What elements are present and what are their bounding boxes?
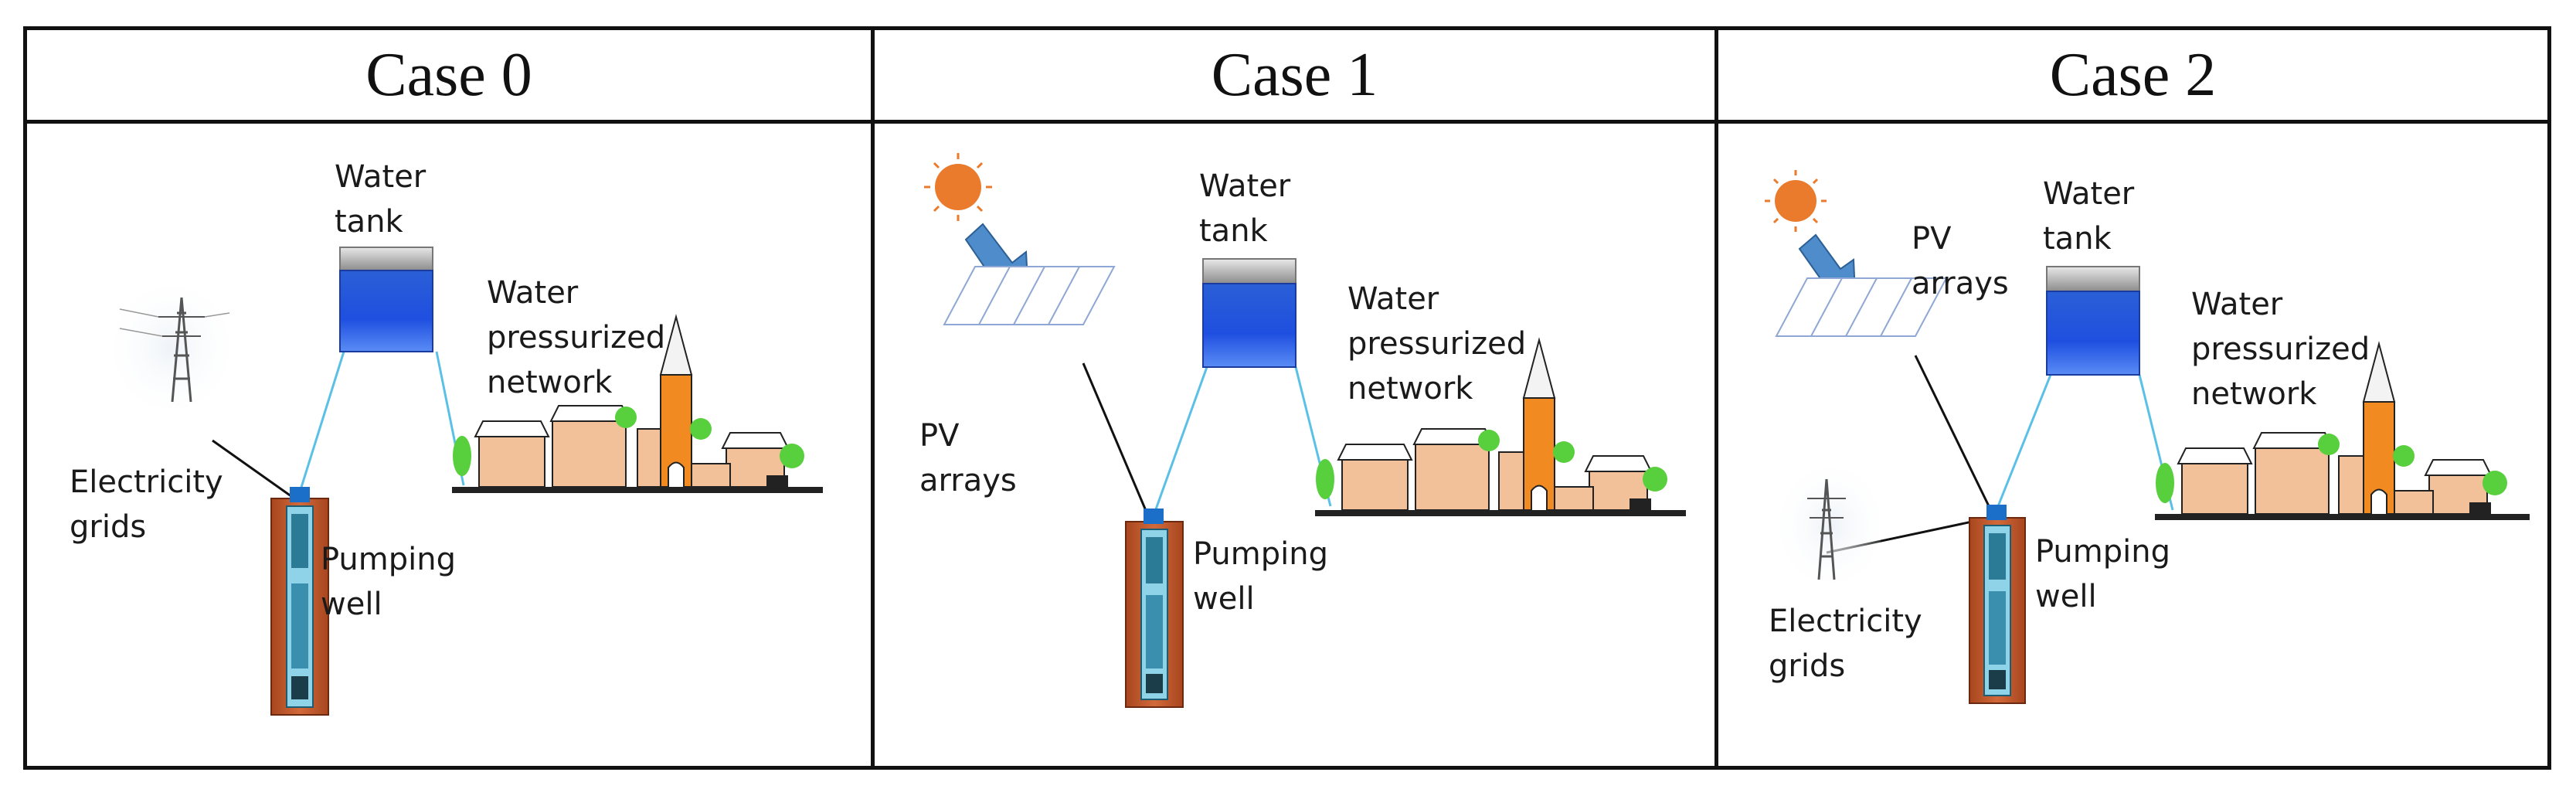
car-icon xyxy=(1630,498,1651,512)
case-2-header: Case 2 xyxy=(1718,30,2547,124)
tree-icon xyxy=(2156,434,2507,503)
church-icon xyxy=(1522,337,1556,511)
case-1-title: Case 1 xyxy=(1211,40,1378,109)
pumping-well-icon xyxy=(1125,509,1184,708)
pv-to-well-cable xyxy=(1914,355,1994,515)
tree-icon xyxy=(453,407,804,476)
car-icon xyxy=(766,475,788,489)
grid-to-well-cable xyxy=(212,439,295,500)
water-tank-label: Water tank xyxy=(335,159,427,240)
church-icon xyxy=(2362,341,2396,515)
well-to-tank-pipe xyxy=(297,351,345,495)
pumping-well-label: Pumping well xyxy=(1193,536,1328,617)
sun-rays-icon xyxy=(924,153,992,221)
pumping-well-icon xyxy=(270,487,329,716)
pumping-well-label: Pumping well xyxy=(321,542,456,622)
water-tank-icon xyxy=(2046,266,2140,376)
tree-icon xyxy=(1316,430,1667,499)
town-icon xyxy=(452,314,823,493)
case-2-column: Case 2 xyxy=(1715,30,2547,766)
sun-icon xyxy=(1775,180,1816,222)
sun-icon xyxy=(935,164,981,210)
case-2-diagram: PV arrays Water tank Water pressurized n… xyxy=(1718,124,2547,766)
well-to-tank-pipe xyxy=(1993,374,2052,515)
water-tank-label: Water tank xyxy=(2043,176,2135,257)
pv-to-well-cable xyxy=(1082,362,1150,519)
pv-array-icon xyxy=(1775,277,1948,337)
pumping-well-label: Pumping well xyxy=(2035,534,2170,614)
pylon-icon xyxy=(114,286,230,410)
town-icon xyxy=(2155,341,2530,520)
sun-rays-icon xyxy=(1765,170,1827,232)
case-0-header: Case 0 xyxy=(27,30,871,124)
well-to-tank-pipe xyxy=(1151,366,1208,519)
water-tank-icon xyxy=(339,247,433,352)
pylon-icon xyxy=(1780,468,1881,583)
cases-table: Case 0 xyxy=(23,26,2551,770)
case-0-column: Case 0 xyxy=(27,30,871,766)
case-1-header: Case 1 xyxy=(875,30,1715,124)
case-0-diagram: Water tank Water pressurized network Ele… xyxy=(27,124,871,766)
case-1-column: Case 1 xyxy=(871,30,1715,766)
case-2-title: Case 2 xyxy=(2049,40,2217,109)
pumping-well-icon xyxy=(1969,505,2026,704)
town-icon xyxy=(1315,337,1686,516)
church-icon xyxy=(659,314,693,488)
water-tank-icon xyxy=(1202,258,1296,368)
pv-array-icon xyxy=(943,266,1116,325)
case-0-title: Case 0 xyxy=(365,40,532,109)
water-tank-label: Water tank xyxy=(1199,168,1291,249)
water-network-label: Water pressurized network xyxy=(2191,287,2370,412)
pv-arrays-label: PV arrays xyxy=(1912,221,2009,301)
case-1-diagram: Water tank Water pressurized network PV … xyxy=(875,124,1715,766)
water-network-label: Water pressurized network xyxy=(1347,281,1527,407)
electricity-grids-label: Electricity grids xyxy=(1769,604,1922,684)
electricity-grids-label: Electricity grids xyxy=(70,464,223,545)
pv-arrays-label: PV arrays xyxy=(919,418,1017,498)
car-icon xyxy=(2469,502,2491,516)
water-network-label: Water pressurized network xyxy=(487,275,666,400)
